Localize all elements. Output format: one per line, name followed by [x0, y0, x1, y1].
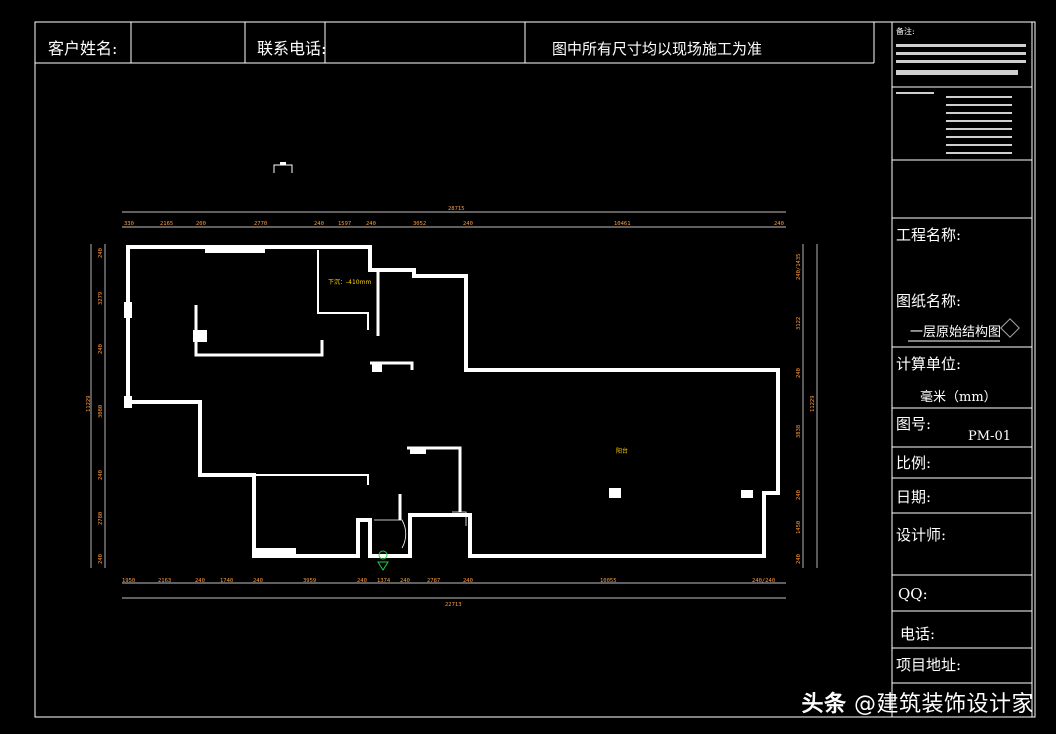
unit-value: 毫米（mm）	[920, 390, 997, 405]
svg-text:240/1435: 240/1435	[796, 254, 802, 281]
bottom-total-dim: 22713	[445, 602, 462, 608]
svg-text:1450: 1450	[796, 521, 802, 534]
top-dimension-line	[122, 211, 786, 228]
svg-text:240: 240	[463, 221, 473, 227]
bottom-dimension-line	[122, 582, 786, 599]
svg-text:2770: 2770	[254, 221, 267, 227]
drawing-no-label: 图号:	[896, 415, 932, 433]
svg-text:3838: 3838	[796, 425, 802, 438]
right-dimension-line	[802, 244, 818, 568]
svg-text:240: 240	[400, 578, 410, 584]
svg-text:2787: 2787	[427, 578, 440, 584]
svg-text:240: 240	[253, 578, 263, 584]
tel-label: 电话:	[900, 625, 936, 643]
address-label: 项目地址:	[896, 656, 962, 674]
svg-text:240: 240	[195, 578, 205, 584]
svg-text:2163: 2163	[158, 578, 171, 584]
svg-text:240: 240	[463, 578, 473, 584]
svg-text:2165: 2165	[160, 221, 173, 227]
svg-text:240: 240	[366, 221, 376, 227]
date-label: 日期:	[896, 488, 932, 506]
north-marker-icon	[273, 164, 293, 173]
svg-text:1374: 1374	[377, 578, 391, 584]
svg-text:1950: 1950	[122, 578, 135, 584]
svg-text:200: 200	[196, 221, 206, 227]
svg-text:3080: 3080	[98, 405, 104, 418]
right-total-dim: 11229	[810, 395, 816, 412]
top-total-dim: 28715	[448, 206, 465, 212]
phone-label: 联系电话:	[257, 39, 327, 58]
svg-text:240: 240	[98, 470, 104, 480]
client-name-label: 客户姓名:	[48, 39, 118, 58]
balcony-label: 阳台	[616, 447, 628, 455]
svg-text:240: 240	[796, 554, 802, 564]
svg-text:240: 240	[357, 578, 367, 584]
svg-text:240: 240	[314, 221, 324, 227]
drawing-name-value: 一层原始结构图	[910, 325, 1002, 340]
svg-text:10461: 10461	[614, 221, 631, 227]
door-swings	[374, 511, 467, 549]
svg-text:240: 240	[98, 344, 104, 354]
entry-marker-icon	[377, 550, 389, 571]
svg-text:3122: 3122	[796, 317, 802, 330]
svg-text:240: 240	[98, 554, 104, 564]
drawing-no-value: PM-01	[968, 429, 1011, 444]
svg-text:1740: 1740	[220, 578, 233, 584]
designer-label: 设计师:	[896, 526, 947, 544]
notes-text-block	[896, 44, 1026, 154]
svg-text:240: 240	[98, 248, 104, 258]
svg-text:330: 330	[124, 221, 134, 227]
left-total-dim: 11229	[86, 395, 92, 412]
unit-label: 计算单位:	[896, 355, 962, 373]
svg-text:240: 240	[796, 490, 802, 500]
sunken-area-label: 下沉：-410mm	[328, 278, 371, 286]
svg-text:3052: 3052	[413, 221, 426, 227]
svg-text:2780: 2780	[98, 512, 104, 525]
qq-label: QQ:	[898, 585, 928, 603]
svg-text:10055: 10055	[600, 578, 617, 584]
watermark-prefix: 头条	[801, 692, 847, 717]
dimension-texts: 28715 330 2165 200 2770 240 1597 240 3052 24…	[86, 206, 816, 608]
svg-text:240: 240	[796, 368, 802, 378]
scale-label: 比例:	[896, 454, 932, 472]
svg-text:3959: 3959	[303, 578, 316, 584]
svg-text:240/240: 240/240	[752, 578, 775, 584]
watermark: 头条 @建筑装饰设计家	[801, 686, 1034, 718]
drawing-name-label: 图纸名称:	[896, 292, 962, 310]
left-dimension-line	[90, 244, 106, 568]
watermark-handle: @建筑装饰设计家	[853, 692, 1034, 717]
wall-blocks	[124, 245, 753, 556]
walls	[126, 245, 780, 558]
dimension-notice: 图中所有尺寸均以现场施工为准	[552, 40, 763, 58]
svg-text:1597: 1597	[338, 221, 351, 227]
svg-text:240: 240	[774, 221, 784, 227]
svg-text:3279: 3279	[98, 292, 104, 305]
notes-label: 备注:	[896, 27, 915, 36]
project-name-label: 工程名称:	[896, 226, 962, 244]
